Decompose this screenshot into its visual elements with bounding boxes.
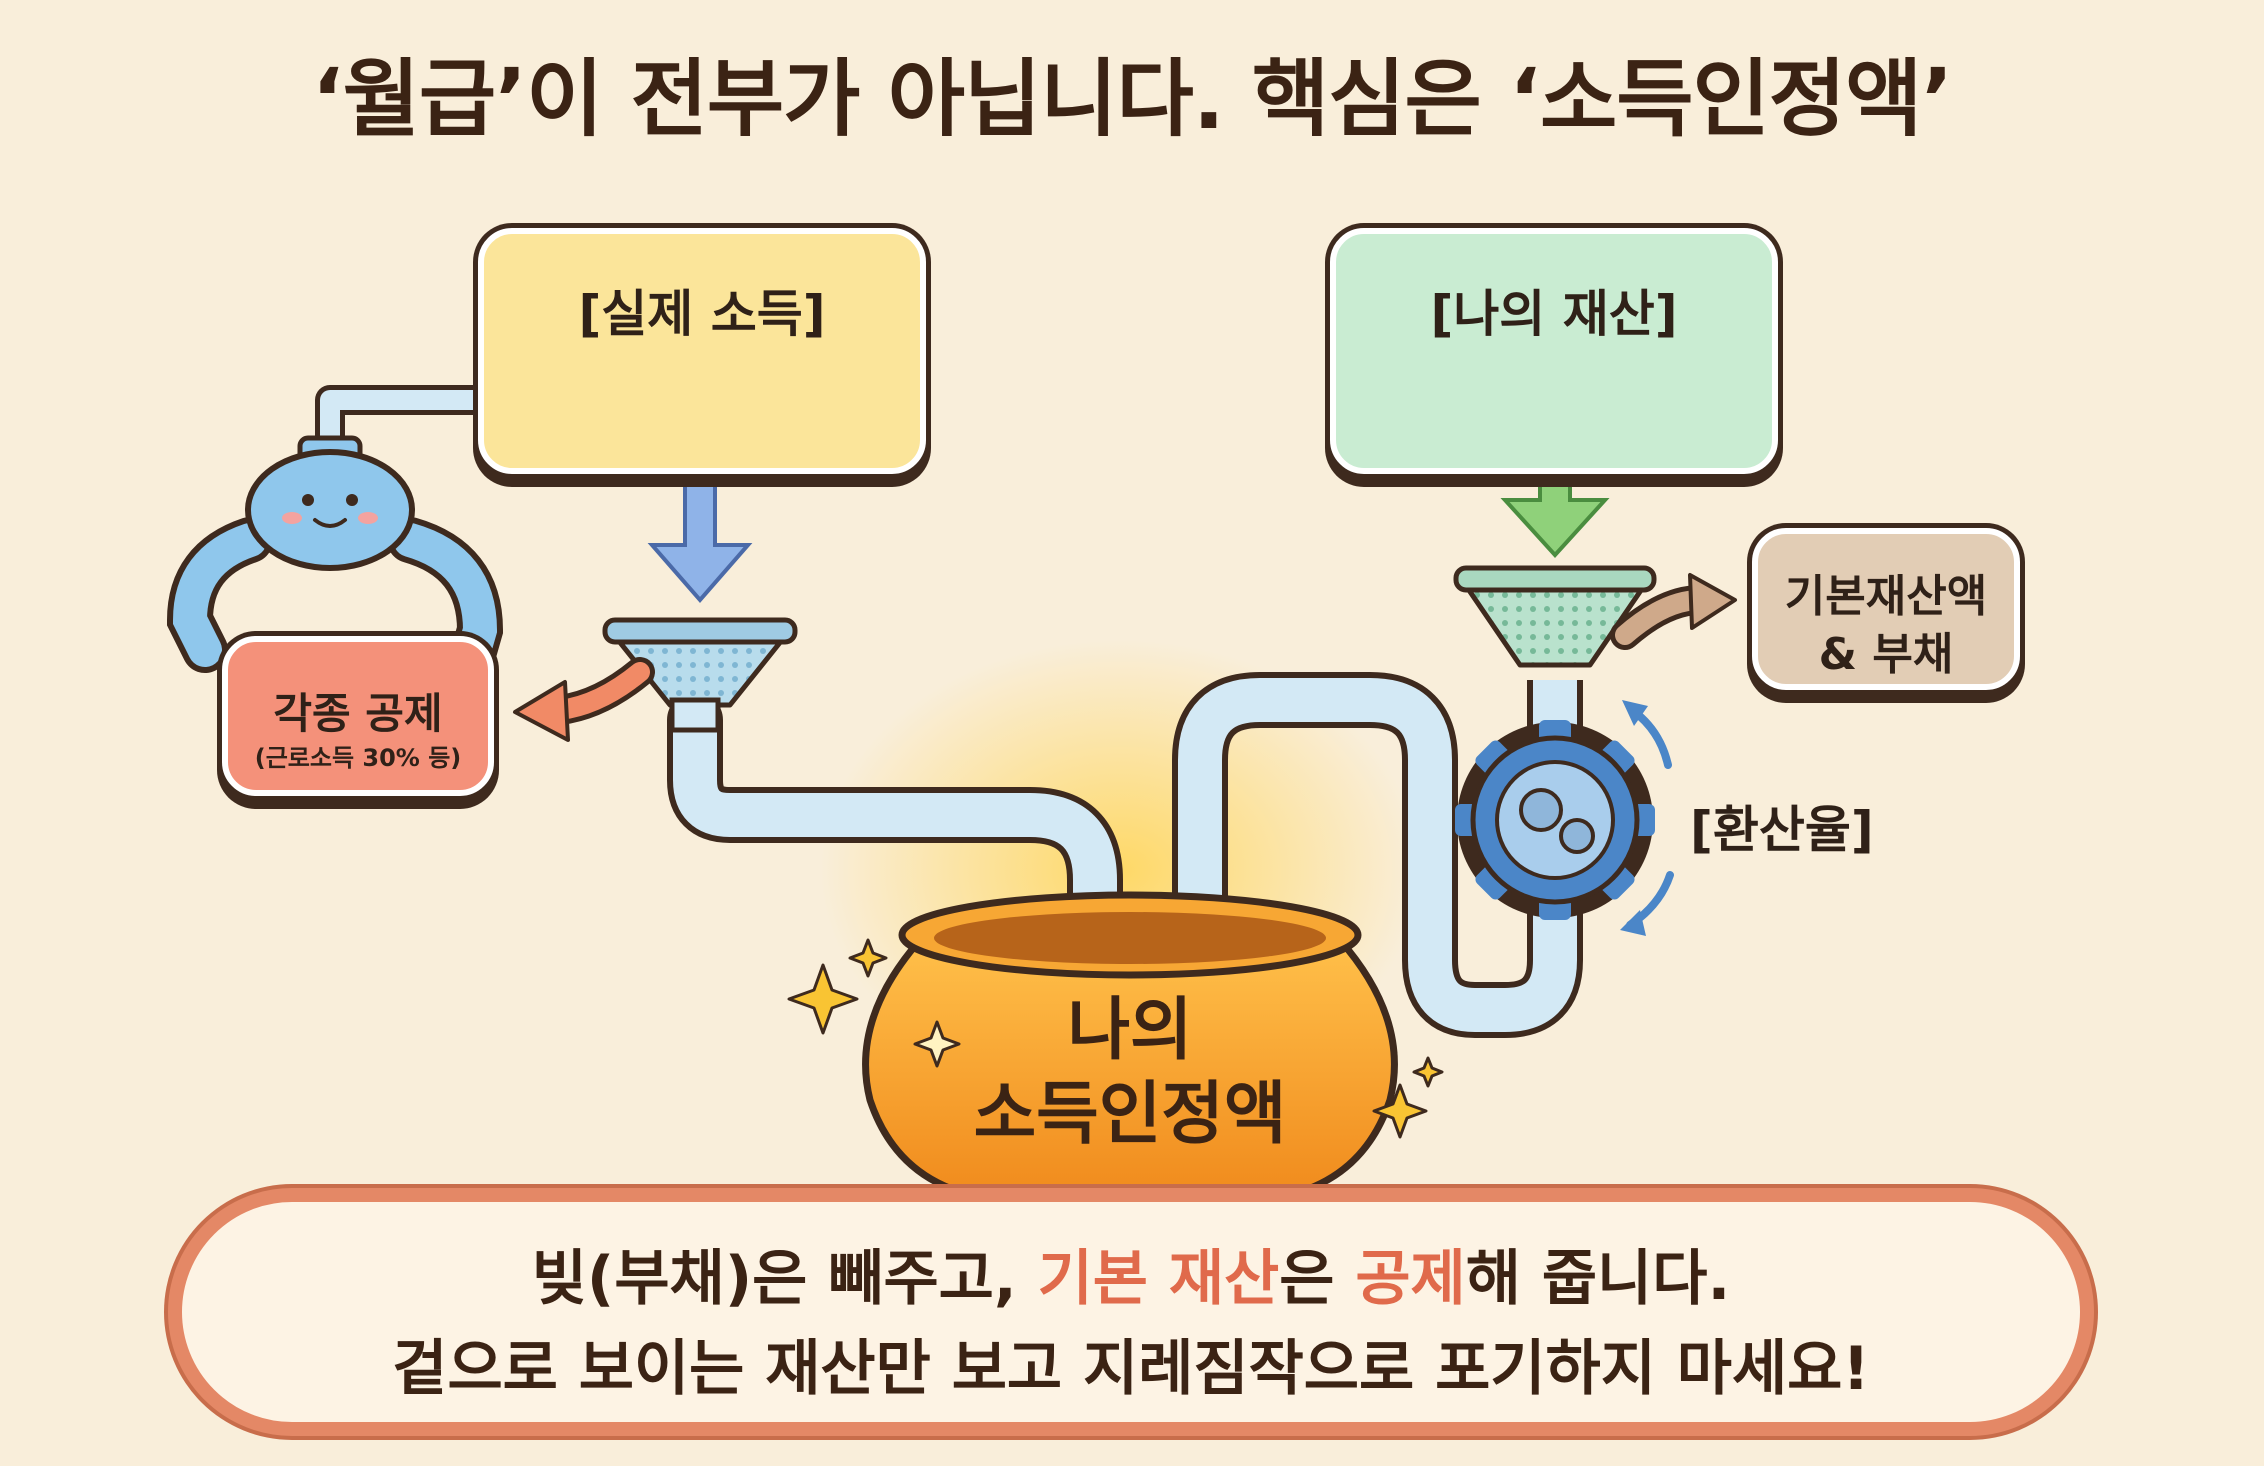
robot-hand-icon [166,435,504,688]
banner-text-end: 해 줍니다. [1465,1244,1731,1314]
pot-text-line1: 나의 [1067,991,1193,1070]
base-arrow [1610,573,1737,650]
base-box-line2: & 부채 [1818,629,1954,680]
robot-supply-pipe [315,385,490,465]
left-funnel-icon [602,617,798,733]
income-box: [실제 소득] [478,228,926,474]
banner-highlight-base-property: 기본 재산 [1037,1244,1280,1314]
left-pipe [667,692,1123,978]
right-pipe [1172,672,1583,1038]
deduction-arrow [513,657,655,742]
bottom-message-banner: 빚(부채)은 빼주고, 기본 재산은 공제해 줍니다. 겉으로 보이는 재산만 … [168,1188,2094,1436]
banner-line-1: 빚(부채)은 빼주고, 기본 재산은 공제해 줍니다. [182,1230,2080,1317]
property-box: [나의 재산] [1330,228,1778,474]
conversion-rate-label: [환산율] [1690,801,1874,859]
deduction-box-title: 각종 공제 [273,689,443,738]
banner-text-particle: 은 [1279,1244,1356,1314]
property-down-arrow [1500,476,1610,558]
income-down-arrow [647,476,753,604]
rotation-arrow-head-top [1622,700,1648,726]
base-property-box: 기본재산액 & 부채 [1752,528,2020,690]
pot-text-line2: 소득인정액 [973,1075,1287,1154]
banner-text-debt: 빚(부채)은 빼주고, [531,1244,1038,1314]
banner-line-2: 겉으로 보이는 재산만 보고 지레짐작으로 포기하지 마세요! [392,1334,1870,1404]
page-title: ‘월급’이 전부가 아닙니다. 핵심은 ‘소득인정액’ [311,50,1954,148]
property-box-label: [나의 재산] [1430,285,1678,343]
base-box-line1: 기본재산액 [1784,571,1988,622]
sparkle-icon [787,938,1444,1139]
banner-highlight-deduction: 공제 [1355,1244,1466,1314]
gear-icon [1455,720,1655,920]
deduction-box: 각종 공제 (근로소득 30% 등) [222,636,494,796]
right-funnel-icon [1453,565,1657,668]
rotation-arrow-head-bottom [1620,910,1646,936]
income-box-label: [실제 소득] [578,285,826,343]
deduction-box-note: (근로소득 30% 등) [254,744,462,772]
pot-icon [862,891,1398,1204]
